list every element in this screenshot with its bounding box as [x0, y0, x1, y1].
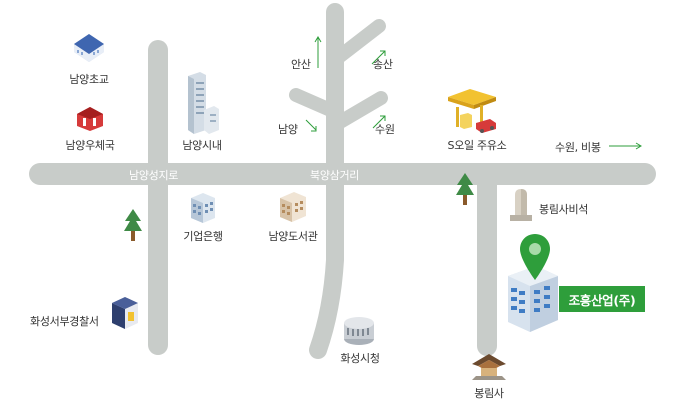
school-building-icon [74, 34, 104, 62]
tree-icon [124, 209, 142, 241]
temple-icon [472, 354, 506, 380]
company-name-badge: 조흥산업(주) [559, 286, 645, 312]
direction-suwon-bibong: 수원, 비봉 [555, 141, 601, 154]
library-building-icon [280, 192, 306, 222]
library-label: 남양도서관 [268, 230, 318, 243]
police-station-icon [112, 297, 138, 329]
gas-station-label: S오일 주유소 [447, 139, 507, 152]
stele-label: 봉림사비석 [539, 203, 589, 216]
location-pin-icon [520, 234, 550, 280]
bank-building-icon [191, 193, 215, 223]
north-road [309, 3, 344, 359]
arrow-suwon [372, 115, 386, 129]
branch-right-low [328, 91, 388, 132]
city-hall-icon [344, 317, 374, 345]
elementary-school-label: 남양초교 [69, 73, 109, 86]
direction-songsan: 송산 [373, 58, 393, 71]
main-road-label: 남양성지로 [129, 169, 179, 182]
junction-label: 북양삼거리 [310, 169, 360, 182]
direction-namyang: 남양 [278, 123, 298, 136]
direction-ansan: 안산 [291, 58, 311, 71]
temple-label: 봉림사 [474, 387, 504, 400]
company-building-icon [508, 266, 558, 332]
arrow-namyang [305, 119, 317, 132]
arrow-songsan [371, 50, 386, 65]
stone-stele-icon [510, 189, 532, 221]
arrow-suwon-bibong [609, 142, 642, 150]
arrow-ansan [314, 36, 322, 68]
bank-label: 기업은행 [183, 230, 223, 243]
direction-suwon: 수원 [375, 123, 395, 136]
police-label: 화성서부경찰서 [30, 315, 99, 328]
city-buildings-icon [188, 72, 219, 134]
post-office-label: 남양우체국 [65, 139, 115, 152]
gas-station-icon [448, 89, 496, 133]
city-hall-label: 화성시청 [340, 352, 380, 365]
branch-right-up [328, 19, 386, 67]
post-office-icon [77, 107, 103, 131]
tree-icon [456, 173, 474, 205]
branch-left-up [289, 88, 342, 119]
namyang-city-label: 남양시내 [182, 139, 222, 152]
